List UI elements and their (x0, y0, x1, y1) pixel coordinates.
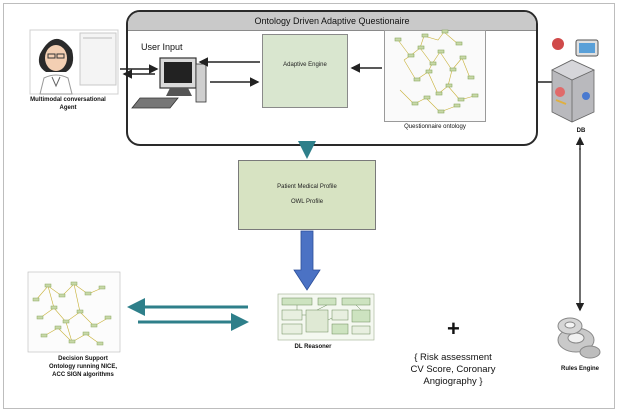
patient-profile-box: Patient Medical Profile OWL Profile (238, 160, 376, 230)
plus-sign: + (447, 316, 460, 341)
agent-label-line2: Agent (59, 105, 77, 111)
reasoner-diagram-icon (277, 293, 375, 341)
risk-line2: CV Score, Coronary (410, 364, 496, 375)
risk-line1: { Risk assessment (414, 352, 492, 363)
decision-label-line1: Decision Support (58, 356, 108, 362)
profile-line2: OWL Profile (290, 199, 324, 205)
risk-assessment-text: { Risk assessment CV Score, Coronary Ang… (388, 352, 518, 388)
profile-to-reasoner-arrow (293, 230, 321, 291)
user-input-label: User Input (141, 42, 183, 52)
risk-line3: Angiography } (423, 376, 483, 387)
adaptive-engine-label: Adaptive Engine (283, 62, 327, 68)
database-icon (551, 38, 599, 123)
adaptive-engine-box: Adaptive Engine (262, 34, 348, 108)
rules-engine-label: Rules Engine (560, 366, 599, 372)
decision-label-line2: Ontology running NICE, (49, 364, 117, 370)
main-title: Ontology Driven Adaptive Questionaire (128, 12, 536, 31)
decision-label-line3: ACC SIGN algorithms (52, 372, 114, 378)
rules-engine-icon (557, 317, 601, 359)
dl-reasoner-label: DL Reasoner (294, 344, 332, 350)
questionnaire-ontology-label: Questionnaire ontology (404, 124, 466, 130)
doctor-avatar-icon (29, 29, 119, 95)
agent-label-line1: Multimodal conversational (30, 97, 106, 103)
ontology-graph-icon (394, 29, 479, 114)
profile-line1: Patient Medical Profile (277, 184, 337, 190)
db-label: DB (576, 128, 586, 134)
outer-frame (3, 3, 615, 409)
computer-icon (131, 57, 207, 109)
decision-ontology-graph-icon (27, 271, 121, 353)
